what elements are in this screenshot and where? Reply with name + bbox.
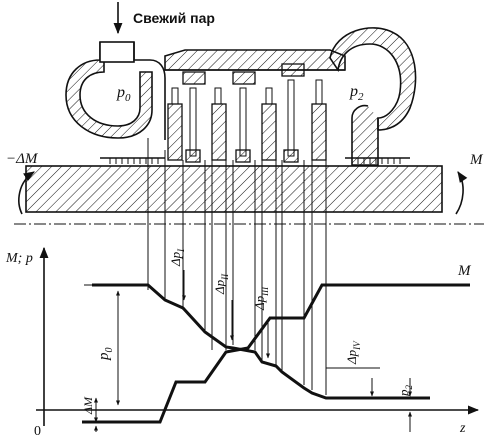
p0-casing-label: p0 — [116, 84, 131, 104]
moment-left-arrow — [18, 171, 35, 215]
moment-left-label: −ΔM — [6, 151, 39, 167]
x-axis-label: z — [459, 421, 466, 436]
drop-IV-label: ΔpIV — [344, 340, 362, 365]
stationary-diaphragms — [167, 63, 327, 161]
moment-curve-label: M — [457, 263, 472, 279]
casing-inlet-volute — [65, 41, 166, 140]
p2-dimension-label: p2 — [396, 385, 414, 398]
y-axis-label: M; p — [5, 251, 33, 266]
rotor-blades — [171, 79, 323, 163]
projection-lines — [147, 138, 327, 395]
moment-curve — [82, 283, 470, 424]
origin-label: 0 — [34, 424, 41, 439]
drop-III-label: ΔpIII — [252, 286, 270, 311]
moment-right-arrow — [455, 171, 468, 215]
fresh-steam-label: Свежий пар — [133, 10, 215, 26]
drop-II-label: ΔpII — [212, 273, 230, 295]
graph-axes — [36, 246, 480, 426]
shaft-seals — [100, 157, 410, 164]
casing-top — [164, 49, 346, 71]
dm-dimension-label: ΔM — [81, 396, 95, 415]
casing-outlet-volute — [329, 27, 417, 166]
drop-IV-dimension — [326, 367, 380, 397]
drop-I-label: ΔpI — [168, 248, 186, 267]
p0-dimension-label: p0 — [96, 348, 115, 362]
rotor-shaft — [14, 165, 484, 225]
moment-right-label: M — [469, 152, 484, 168]
p0-dimension — [84, 284, 148, 406]
p2-casing-label: p2 — [349, 83, 364, 103]
